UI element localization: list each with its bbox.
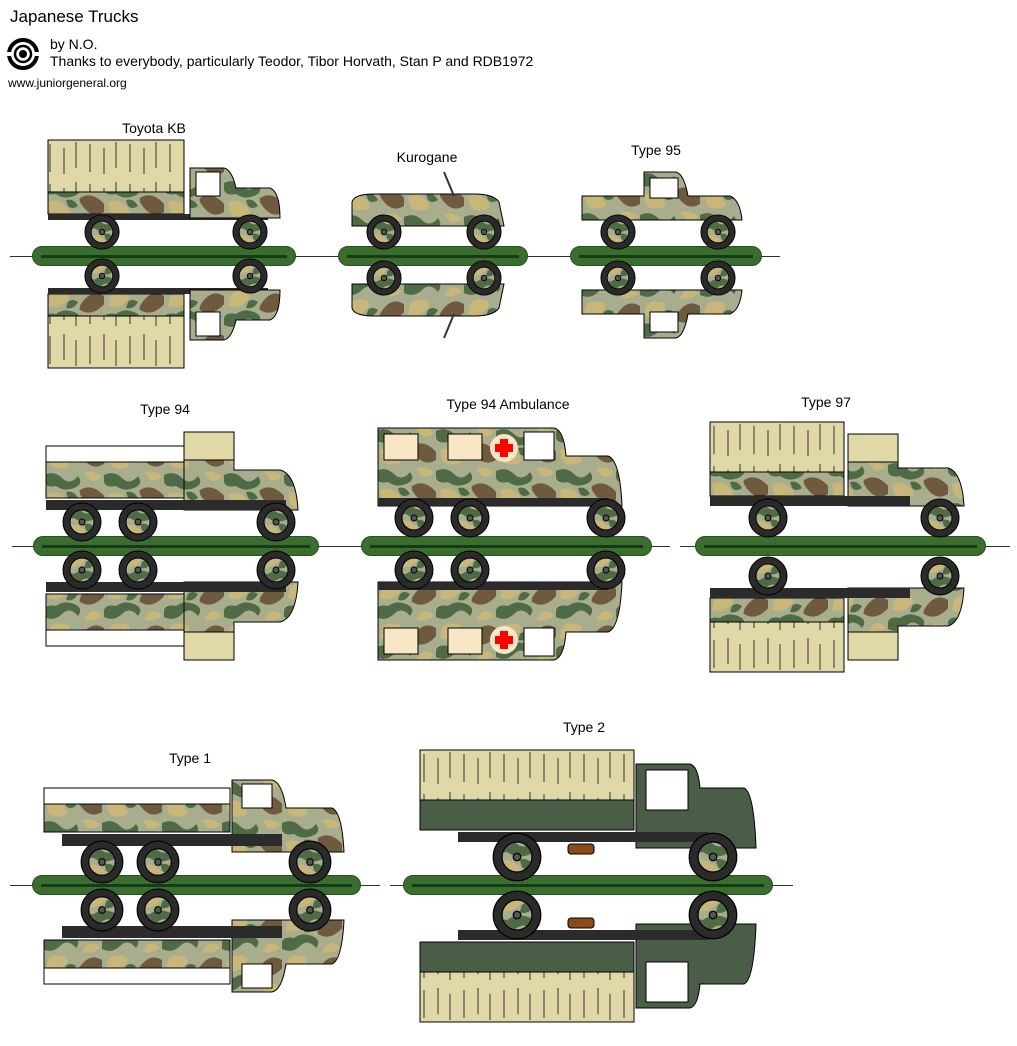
vehicle-label-type-1: Type 1: [168, 750, 212, 766]
vehicle-label-type-94: Type 94: [140, 401, 190, 417]
vehicle-label-type-2: Type 2: [562, 719, 606, 735]
thanks-text: Thanks to everybody, particularly Teodor…: [50, 53, 534, 69]
type-2-mirror: [419, 890, 757, 1023]
vehicle-label-type-97: Type 97: [801, 394, 851, 410]
type-95-side: [581, 171, 743, 250]
toyota-kb-side: [47, 139, 281, 250]
red-cross-icon: [495, 439, 513, 457]
type-94-ambulance-mirror: [377, 550, 626, 661]
type-1-side: [43, 779, 345, 884]
ground-base: [403, 875, 773, 895]
type-97-side: [709, 421, 965, 538]
website-url: www.juniorgeneral.org: [8, 76, 127, 90]
type-94-ambulance-side: [377, 427, 626, 538]
type-95-mirror: [581, 260, 743, 339]
kurogane-side: [351, 171, 505, 250]
ground-base: [32, 875, 361, 895]
type-94-mirror: [45, 550, 299, 661]
vehicle-label-type-94-ambulance: Type 94 Ambulance: [446, 396, 570, 412]
type-94-side: [45, 431, 299, 542]
type-2-side: [419, 749, 757, 882]
type-97-mirror: [709, 556, 965, 673]
target-icon: [6, 38, 40, 70]
ground-base: [695, 536, 986, 556]
author-byline: by N.O.: [50, 36, 98, 52]
sheet-title: Japanese Trucks: [10, 7, 139, 26]
vehicle-label-toyota-kb: Toyota KB: [122, 120, 186, 136]
vehicle-label-type-95: Type 95: [631, 142, 681, 158]
ground-base: [33, 536, 319, 556]
vehicle-label-kurogane: Kurogane: [396, 149, 458, 165]
type-1-mirror: [43, 888, 345, 993]
kurogane-mirror: [351, 260, 505, 339]
toyota-kb-mirror: [47, 258, 281, 369]
ground-base: [361, 536, 652, 556]
